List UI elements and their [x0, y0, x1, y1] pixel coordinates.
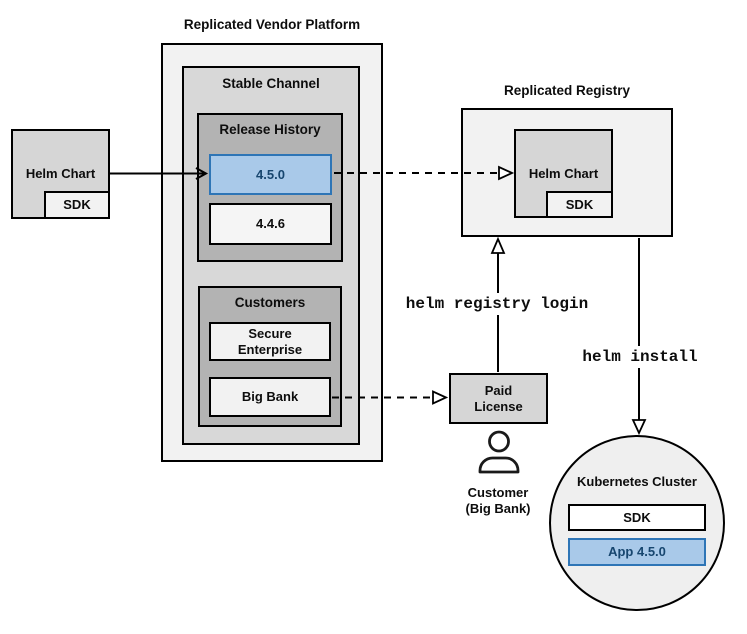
person-icon — [478, 430, 520, 474]
registry-sdk-box: SDK — [546, 191, 613, 218]
customer-name-label: Secure Enterprise — [237, 326, 303, 357]
customer-name-label: Big Bank — [241, 389, 299, 405]
arrow-registry-to-cluster — [631, 238, 647, 436]
helm-chart-label: Helm Chart — [25, 166, 96, 182]
registry-title: Replicated Registry — [503, 83, 631, 98]
stable-channel-label: Stable Channel — [222, 76, 320, 91]
helm-install-command: helm install — [579, 346, 701, 368]
release-version-label: 4.5.0 — [256, 166, 285, 182]
customer-company: (Big Bank) — [465, 500, 531, 516]
customer-secure-enterprise: Secure Enterprise — [209, 322, 331, 361]
customer-big-bank: Big Bank — [209, 377, 331, 417]
helm-registry-login-command: helm registry login — [402, 293, 592, 315]
cluster-sdk-box: SDK — [568, 504, 706, 531]
sdk-label: SDK — [565, 196, 594, 212]
kubernetes-cluster-title: Kubernetes Cluster — [577, 474, 697, 489]
release-4-5-0: 4.5.0 — [209, 154, 332, 195]
source-sdk-box: SDK — [44, 191, 110, 219]
paid-license-label: Paid License — [474, 383, 523, 414]
release-version-label: 4.4.6 — [256, 216, 285, 232]
customers-label: Customers — [234, 295, 306, 310]
release-history-label: Release History — [219, 122, 321, 137]
sdk-label: SDK — [63, 197, 91, 213]
app-version-label: App 4.5.0 — [608, 544, 666, 560]
sdk-label: SDK — [623, 509, 651, 525]
paid-license-box: Paid License — [449, 373, 548, 424]
customer-caption: Customer (Big Bank) — [448, 485, 548, 516]
cluster-app-box: App 4.5.0 — [568, 538, 706, 566]
helm-chart-label: Helm Chart — [528, 165, 599, 181]
customer-name: Customer — [467, 485, 529, 500]
release-4-4-6: 4.4.6 — [209, 203, 332, 245]
vendor-platform-title: Replicated Vendor Platform — [183, 17, 361, 32]
